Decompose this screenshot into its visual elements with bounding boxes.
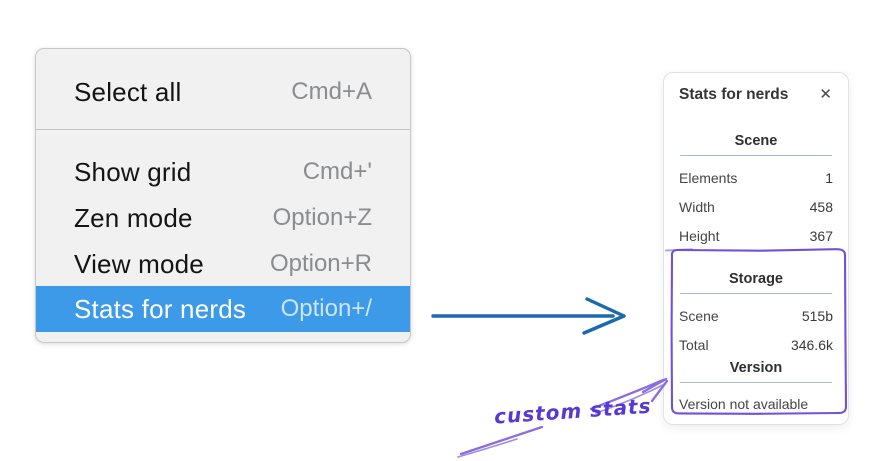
stat-row-scene-size: Scene 515b bbox=[679, 301, 833, 330]
stat-label: Width bbox=[679, 198, 715, 215]
scene-rows: Elements 1 Width 458 Height 367 bbox=[679, 163, 833, 250]
context-menu: Select all Cmd+A Show grid Cmd+' Zen mod… bbox=[35, 48, 411, 343]
section-header-storage: Storage bbox=[729, 271, 783, 287]
close-icon[interactable]: ✕ bbox=[819, 86, 832, 103]
menu-item-show-grid[interactable]: Show grid Cmd+' bbox=[36, 149, 410, 195]
menu-item-select-all[interactable]: Select all Cmd+A bbox=[36, 69, 410, 115]
menu-item-shortcut: Option+R bbox=[269, 250, 372, 277]
stat-label: Height bbox=[679, 227, 720, 244]
section-divider bbox=[680, 293, 832, 294]
menu-item-stats-for-nerds[interactable]: Stats for nerds Option+/ bbox=[36, 286, 410, 332]
menu-item-shortcut: Option+/ bbox=[280, 295, 372, 322]
section-header-scene: Scene bbox=[734, 133, 778, 149]
menu-item-label: Select all bbox=[74, 76, 182, 107]
stat-value: 346.6k bbox=[790, 336, 833, 353]
menu-item-label: View mode bbox=[74, 248, 204, 279]
stat-value: 367 bbox=[809, 227, 833, 244]
stat-label: Total bbox=[679, 336, 709, 353]
menu-item-view-mode[interactable]: View mode Option+R bbox=[36, 241, 410, 287]
stat-value: 1 bbox=[825, 169, 833, 186]
storage-rows: Scene 515b Total 346.6k bbox=[679, 301, 833, 359]
stats-panel: Stats for nerds ✕ Scene Elements 1 Width… bbox=[663, 72, 849, 425]
version-note: Version not available bbox=[679, 396, 809, 412]
stat-row-total-size: Total 346.6k bbox=[679, 330, 833, 359]
stat-row-height: Height 367 bbox=[679, 221, 833, 250]
stats-panel-header: Stats for nerds ✕ bbox=[679, 86, 833, 104]
stats-panel-title: Stats for nerds bbox=[679, 86, 789, 103]
menu-divider bbox=[36, 129, 410, 130]
stat-row-elements: Elements 1 bbox=[679, 163, 833, 192]
section-header-version: Version bbox=[729, 360, 783, 376]
stat-label: Scene bbox=[679, 307, 719, 324]
annotation-label: custom stats bbox=[493, 393, 653, 429]
stat-label: Elements bbox=[679, 169, 738, 186]
menu-item-shortcut: Cmd+A bbox=[291, 78, 372, 105]
menu-item-zen-mode[interactable]: Zen mode Option+Z bbox=[36, 195, 410, 241]
flow-arrow-icon bbox=[431, 297, 626, 335]
stat-value: 515b bbox=[801, 307, 833, 324]
stat-row-width: Width 458 bbox=[679, 192, 833, 221]
menu-item-label: Show grid bbox=[74, 156, 192, 187]
menu-item-label: Stats for nerds bbox=[74, 293, 247, 324]
menu-item-shortcut: Option+Z bbox=[272, 204, 372, 231]
section-divider bbox=[680, 382, 832, 383]
section-divider bbox=[680, 155, 832, 156]
stat-value: 458 bbox=[809, 198, 833, 215]
menu-item-shortcut: Cmd+' bbox=[302, 158, 372, 185]
menu-item-label: Zen mode bbox=[74, 202, 193, 233]
